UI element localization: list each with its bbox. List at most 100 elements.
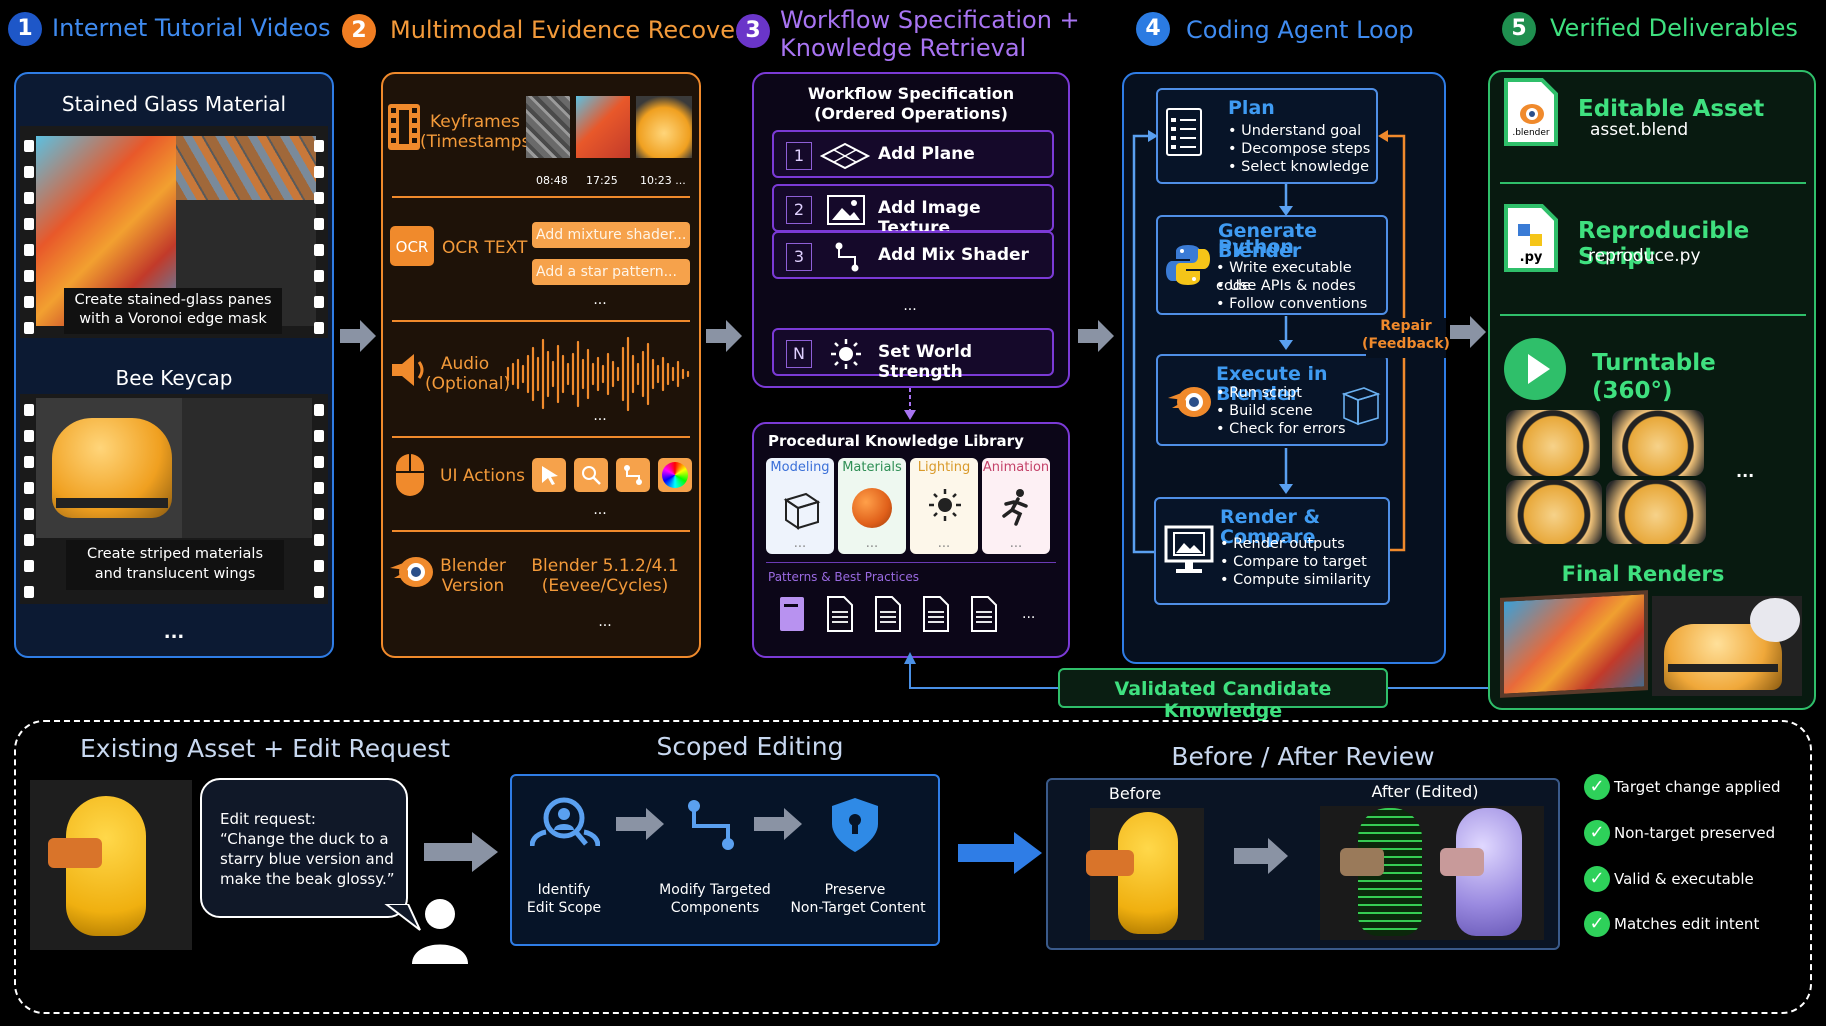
final-render-stained-glass <box>1500 590 1648 698</box>
keyframe-3 <box>636 96 692 158</box>
color-wheel <box>662 462 688 488</box>
header-evidence-recovery: Multimodal Evidence Recovery <box>390 16 760 44</box>
card-label: Modeling <box>770 460 830 475</box>
keyframes-label-l2: (Timestamps) <box>420 132 538 152</box>
turntable-frame-1 <box>1506 410 1600 476</box>
execute-item-2: • Build scene <box>1216 403 1313 419</box>
card-ellipsis: ... <box>793 536 807 551</box>
document-icon <box>971 596 997 632</box>
running-person-icon <box>1002 489 1028 526</box>
video-1-caption-box <box>64 288 282 334</box>
workflow-step-label: Add Mix Shader <box>878 245 1029 265</box>
check-valid-executable: Valid & executable <box>1614 870 1754 888</box>
validated-knowledge-box <box>1058 668 1388 708</box>
header-coding-loop: Coding Agent Loop <box>1186 16 1414 44</box>
workflow-step-number: N <box>786 340 812 368</box>
card-label: Lighting <box>917 460 971 475</box>
basketball-icon <box>852 488 892 528</box>
shield-icon <box>832 798 878 852</box>
workflow-step-1: 1 Add Plane <box>772 130 1054 178</box>
render-item-3: • Compute similarity <box>1220 572 1371 588</box>
blender-logo-icon <box>1168 387 1211 417</box>
user-icon <box>412 899 468 964</box>
card-label: Animation <box>982 460 1050 475</box>
scope-step-2-l1: Modify Targeted <box>659 882 771 898</box>
repair-label-l2: (Feedback) <box>1362 336 1450 352</box>
document-icon <box>875 596 901 632</box>
cube-outline-icon <box>1341 387 1381 426</box>
workflow-ellipsis: ... <box>903 298 917 314</box>
turntable-ellipsis: ... <box>1736 462 1755 481</box>
after-duck-starry-beak <box>1440 848 1484 876</box>
scope-step-3-l1: Preserve <box>824 882 886 898</box>
header-deliverables: Verified Deliverables <box>1550 14 1798 42</box>
mix-shader-icon <box>835 242 859 272</box>
document-icon <box>923 596 949 632</box>
edit-request-l1: Edit request: <box>220 810 316 828</box>
divider <box>1500 314 1806 316</box>
header-workflow-l1: Workflow Specification + <box>780 6 1080 34</box>
blender-label-l2: Version <box>441 576 505 596</box>
library-card-modeling: Modeling ... <box>766 458 834 554</box>
video-2-node-editor <box>182 398 312 538</box>
timestamp-3: 10:23 ... <box>640 174 686 187</box>
execute-item-1: • Run script <box>1216 385 1302 401</box>
duck-beak <box>48 838 102 868</box>
render-title: Render & Compare <box>1220 506 1321 548</box>
header-internet-videos: Internet Tutorial Videos <box>52 14 331 42</box>
check-icon: ✓ <box>1584 774 1610 800</box>
arrow-workflow-to-loop <box>1078 320 1114 352</box>
workflow-step-number: 1 <box>786 142 812 170</box>
keyframe-2 <box>576 96 630 158</box>
scope-step-2-l2: Components <box>670 900 760 916</box>
turntable-title-l1: Turntable <box>1592 350 1716 376</box>
timestamp-2: 17:25 <box>586 174 618 187</box>
speaker-icon <box>392 354 424 386</box>
scope-step-1-l1: Identify <box>537 882 591 898</box>
play-triangle-icon <box>1528 354 1550 384</box>
reproducible-script-file: reproduce.py <box>1588 246 1701 266</box>
before-duck-beak <box>1086 850 1134 876</box>
audio-waveform <box>506 336 690 412</box>
timestamp-1: 08:48 <box>536 174 568 187</box>
render-item-2: • Compare to target <box>1220 554 1367 570</box>
card-ellipsis: ... <box>865 536 879 551</box>
zoom-icon <box>574 458 608 492</box>
turntable-frame-2 <box>1612 410 1704 476</box>
bubble-tail <box>384 904 421 931</box>
workflow-step-3: 3 Add Mix Shader <box>772 231 1054 279</box>
execute-item-3: • Check for errors <box>1216 421 1346 437</box>
blender-version-l2: (Eevee/Cycles) <box>541 576 669 596</box>
library-ellipsis: ... <box>1022 606 1036 622</box>
ocr-label: OCR TEXT <box>442 238 528 258</box>
repair-label-bg <box>1366 318 1446 358</box>
workflow-title-l2: (Ordered Operations) <box>814 104 1008 123</box>
video-2-caption-l1: Create striped materials <box>86 546 264 562</box>
reproducible-script-title: Reproducible Script <box>1578 218 1750 270</box>
workflow-title-l1: Workflow Specification <box>807 84 1015 103</box>
divider <box>392 320 690 322</box>
cursor-arrow-icon <box>542 466 558 485</box>
video-2-title: Bee Keycap <box>115 366 233 390</box>
light-icon <box>929 489 961 521</box>
cube-icon <box>783 492 821 530</box>
after-label: After (Edited) <box>1371 782 1479 801</box>
library-card-lighting: Lighting ... <box>910 458 978 554</box>
plan-item-3: • Select knowledge <box>1228 159 1370 175</box>
ocr-ellipsis: ... <box>593 292 607 308</box>
divider <box>392 196 690 198</box>
library-card-animation: Animation ... <box>982 458 1050 554</box>
scope-search-icon <box>530 797 600 847</box>
after-duck-wireframe <box>1358 808 1422 936</box>
ui-actions-label: UI Actions <box>440 466 525 486</box>
arrow-loop-to-deliverables <box>1450 316 1486 348</box>
ocr-icon-text: OCR <box>395 238 429 256</box>
generate-step: Generate Blender Python • Write executab… <box>1156 215 1388 315</box>
arrow-scoped-to-review <box>958 832 1042 874</box>
turntable-title-l2: (360°) <box>1592 378 1673 404</box>
library-patterns-label: Patterns & Best Practices <box>768 570 919 584</box>
plane-icon <box>820 142 870 170</box>
magnifier-icon <box>582 466 601 485</box>
execute-title: Execute in Blender <box>1216 363 1328 405</box>
header-workflow-l2: Knowledge Retrieval <box>780 34 1027 62</box>
